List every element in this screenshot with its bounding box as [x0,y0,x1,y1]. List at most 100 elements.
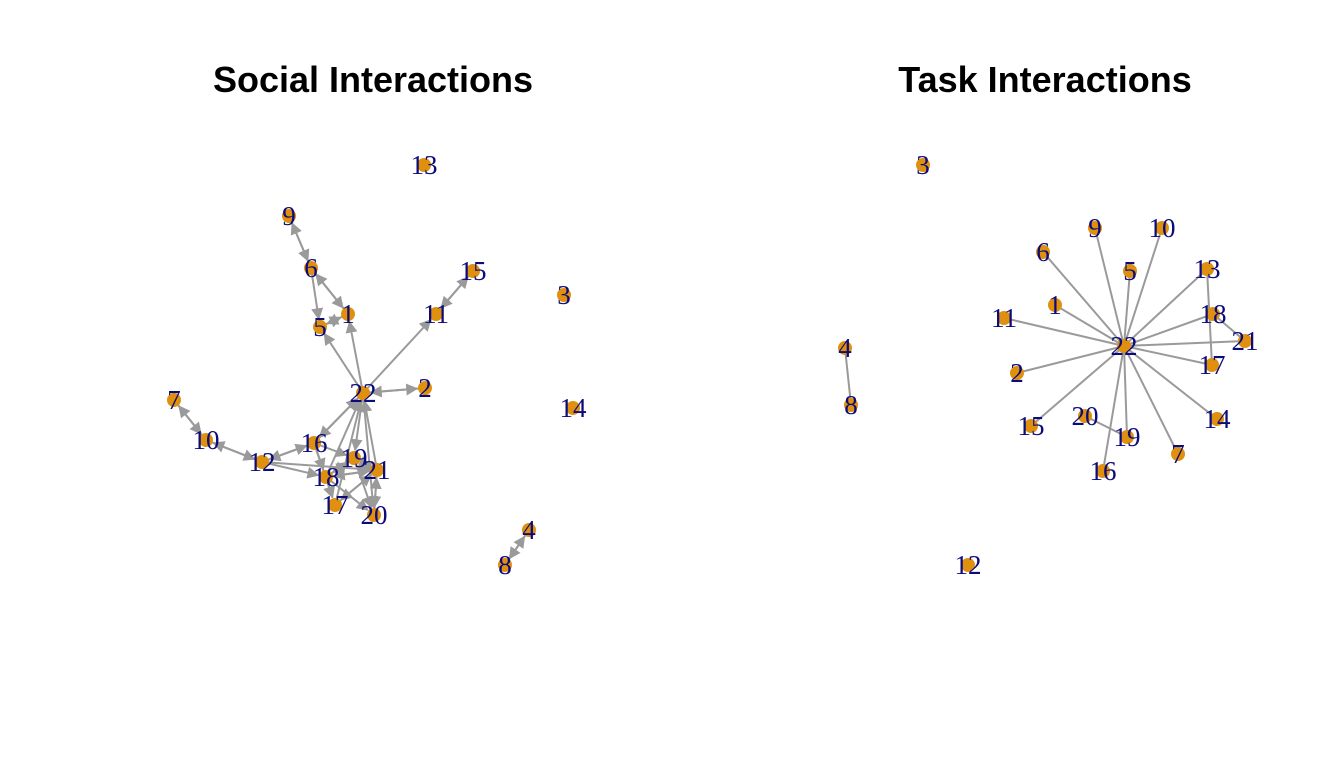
task-node-5: 5 [1123,256,1137,286]
task-edge-22-19 [1123,345,1128,438]
task-node-8: 8 [844,390,858,420]
task-node-dot-6 [1036,245,1050,259]
task-node-label-22: 22 [1111,331,1138,361]
task-node-label-12: 12 [955,550,982,580]
task-node-dot-22 [1117,339,1131,353]
social-node-dot-20 [367,508,381,522]
social-node-dot-6 [304,261,318,275]
task-edge-22-9 [1094,227,1125,347]
social-node-label-19: 19 [341,443,368,473]
task-node-dot-16 [1096,464,1110,478]
task-node-label-13: 13 [1194,254,1221,284]
social-edge-11-15 [435,276,469,315]
task-node-4: 4 [838,333,852,363]
social-node-8: 8 [498,550,512,580]
social-node-dot-10 [199,433,213,447]
social-node-dot-13 [417,158,431,172]
task-node-label-3: 3 [916,150,930,180]
task-node-1: 1 [1048,290,1062,320]
social-edge-12-18 [261,461,320,479]
social-node-label-5: 5 [313,312,327,342]
social-node-label-8: 8 [498,550,512,580]
social-node-15: 15 [460,256,487,286]
task-node-label-11: 11 [991,303,1017,333]
social-node-3: 3 [557,280,571,310]
social-node-dot-11 [429,307,443,321]
task-node-dot-10 [1155,221,1169,235]
social-edge-10-7 [178,405,207,441]
task-edge-20-19 [1084,415,1128,438]
social-node-dot-21 [370,463,384,477]
task-node-dot-7 [1171,447,1185,461]
social-panel: Social Interactions 12345678910111213141… [167,59,587,580]
task-node-label-6: 6 [1036,237,1050,267]
task-node-label-2: 2 [1010,358,1024,388]
social-node-dot-4 [522,523,536,537]
social-node-label-15: 15 [460,256,487,286]
social-node-dot-3 [557,288,571,302]
social-node-label-1: 1 [341,299,355,329]
social-node-label-7: 7 [167,385,181,415]
social-node-label-14: 14 [560,393,588,423]
social-edge-22-1 [345,320,364,394]
task-node-19: 19 [1114,422,1141,452]
task-node-label-14: 14 [1204,404,1232,434]
social-node-20: 20 [361,500,388,530]
task-edge-22-5 [1123,270,1131,347]
task-node-15: 15 [1018,411,1045,441]
task-node-dot-17 [1205,358,1219,372]
task-edge-22-18 [1123,313,1214,347]
task-edge-4-8 [844,347,852,406]
social-node-label-3: 3 [557,280,571,310]
social-node-label-21: 21 [364,455,391,485]
task-node-13: 13 [1194,254,1221,284]
task-node-label-16: 16 [1090,456,1117,486]
social-edge-1-6 [315,273,349,315]
task-node-label-8: 8 [844,390,858,420]
social-node-19: 19 [341,443,368,473]
task-node-label-18: 18 [1200,299,1227,329]
social-node-label-11: 11 [423,299,449,329]
social-node-6: 6 [304,253,318,283]
task-node-20: 20 [1072,401,1099,431]
task-edge-22-1 [1054,304,1125,347]
task-edge-22-13 [1123,268,1208,347]
social-edge-22-11 [362,318,432,394]
social-node-label-10: 10 [193,425,220,455]
social-node-label-22: 22 [350,378,377,408]
task-node-label-10: 10 [1149,213,1176,243]
social-edge-6-5 [310,267,324,321]
task-node-dot-4 [838,341,852,355]
task-node-10: 10 [1149,213,1176,243]
social-edge-12-10 [212,441,263,463]
task-node-21: 21 [1232,326,1259,356]
social-node-dot-5 [313,320,327,334]
task-node-label-1: 1 [1048,290,1062,320]
task-node-22: 22 [1111,331,1138,361]
task-node-label-7: 7 [1171,439,1185,469]
social-node-dot-12 [255,455,269,469]
social-edge-21-22 [360,399,378,471]
task-node-label-9: 9 [1088,213,1102,243]
social-node-dot-17 [328,498,342,512]
social-edge-16-12 [268,442,315,462]
task-node-14: 14 [1204,404,1232,434]
task-node-label-19: 19 [1114,422,1141,452]
task-node-dot-5 [1123,264,1137,278]
task-node-dot-18 [1206,307,1220,321]
social-node-label-16: 16 [301,428,328,458]
social-node-label-6: 6 [304,253,318,283]
task-node-label-15: 15 [1018,411,1045,441]
social-edge-6-9 [290,222,312,269]
task-node-dot-12 [961,558,975,572]
task-node-dot-14 [1210,412,1224,426]
social-node-dot-9 [282,209,296,223]
social-node-dot-1 [341,307,355,321]
social-node-11: 11 [423,299,449,329]
social-node-label-20: 20 [361,500,388,530]
task-node-label-4: 4 [838,333,852,363]
task-node-dot-11 [997,311,1011,325]
task-node-label-17: 17 [1199,350,1226,380]
